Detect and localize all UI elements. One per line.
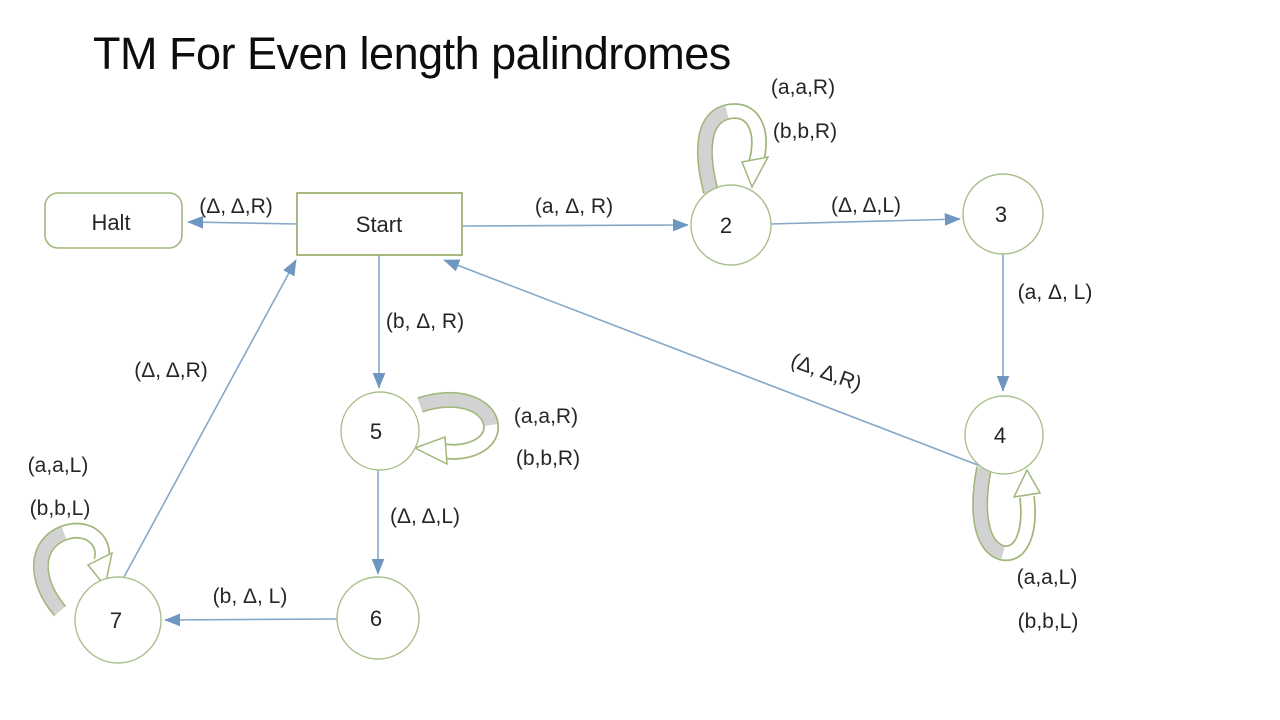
loop-label-7-line2: (b,b,L) [29,497,91,520]
edge-2-to-3 [769,213,961,226]
self-loop-7-arrowhead [86,551,114,588]
edge-start-to-2 [461,218,689,232]
edge-label-5-6: (Δ, Δ,L) [389,505,461,528]
state-4-shape [964,395,1044,475]
loop-label-4-line1: (a,a,L) [1016,566,1078,589]
edge-label-start-5: (b, Δ, R) [385,310,465,333]
slide-title: TM For Even length palindromes [93,28,731,79]
state-7-shape [74,576,162,664]
edge-label-3-4: (a, Δ, L) [1017,281,1093,304]
edge-label-6-7: (b, Δ, L) [212,585,288,608]
state-6-shape [336,576,420,660]
self-loop-2-arrowhead [740,155,770,189]
self-loop-5-arrowhead [413,435,448,466]
edge-4-to-start [443,259,984,468]
state-start-label: Start [355,212,403,237]
state-halt-label: Halt [91,210,131,235]
loop-label-4-line2: (b,b,L) [1017,610,1079,633]
state-6-label: 6 [369,606,383,631]
state-halt-shape [44,192,183,249]
edge-label-start-2: (a, Δ, R) [534,195,614,218]
self-loop-7 [32,522,114,617]
edge-label-2-3: (Δ, Δ,L) [830,194,902,217]
state-2-shape [690,184,772,266]
self-loop-2 [696,103,770,195]
self-loop-4 [972,466,1042,562]
loop-label-5-line2: (b,b,R) [515,447,581,470]
state-start-shape [296,192,463,256]
loop-label-7-line1: (a,a,L) [27,454,89,477]
edge-start-to-halt [187,215,298,229]
state-2-label: 2 [719,213,733,238]
state-3-label: 3 [994,202,1008,227]
loop-label-5-line1: (a,a,R) [513,405,579,428]
edge-label-start-halt: (Δ, Δ,R) [199,195,273,218]
self-loop-5 [413,391,499,466]
state-3-shape [962,173,1044,255]
state-7-label: 7 [109,608,123,633]
edge-label-7-start: (Δ, Δ,R) [134,359,208,382]
loop-label-2-line2: (b,b,R) [772,120,838,143]
loop-label-2-line1: (a,a,R) [770,76,836,99]
self-loop-4-arrowhead [1012,468,1042,498]
state-5-label: 5 [369,419,383,444]
edge-7-to-start [123,259,297,578]
edge-6-to-7 [164,613,338,627]
state-5-shape [340,391,420,471]
state-4-label: 4 [993,423,1007,448]
